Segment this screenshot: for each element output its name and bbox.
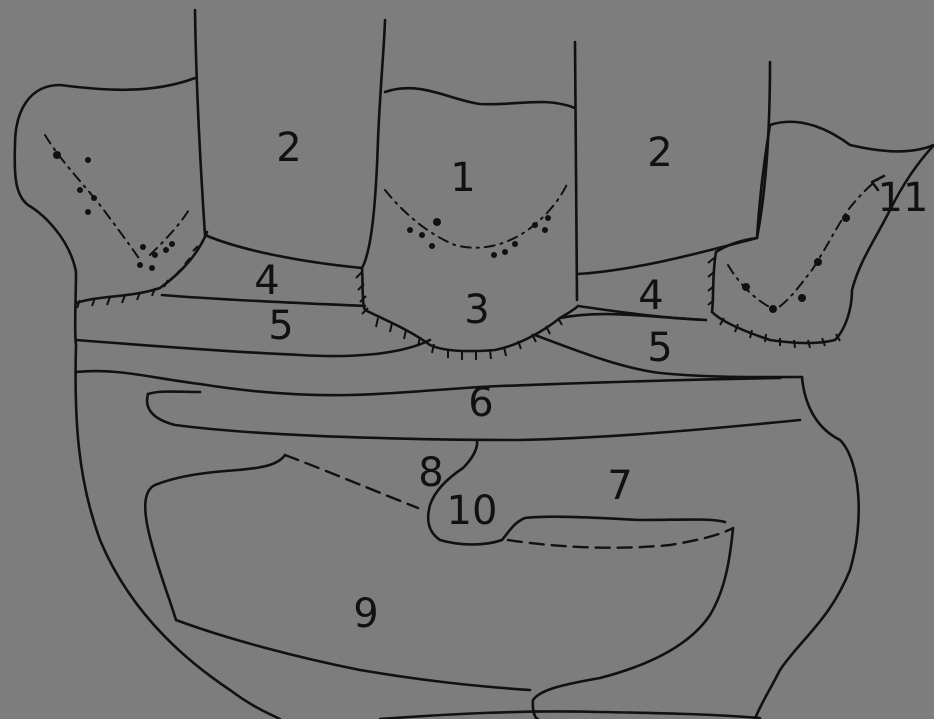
- region-6-left-nub: [148, 392, 200, 395]
- label-3: 3: [464, 287, 489, 333]
- dot: [77, 187, 83, 193]
- outer-right-contour: [755, 377, 859, 719]
- label-2-right: 2: [647, 130, 672, 176]
- dot: [149, 265, 155, 271]
- right-block-dotdash-line: [728, 178, 880, 310]
- label-5-left: 5: [268, 303, 293, 349]
- region-labels: 1 2 2 3 4 4 5 5 6 7 8 9 10 11: [254, 125, 928, 637]
- dot: [769, 305, 777, 313]
- dot: [407, 227, 413, 233]
- dot: [163, 247, 169, 253]
- dot: [491, 252, 497, 258]
- dot: [429, 243, 435, 249]
- outer-bottom-contour: [380, 711, 760, 719]
- dot: [502, 249, 508, 255]
- label-7: 7: [607, 463, 632, 509]
- region-9-right-edge: [533, 528, 733, 719]
- dot: [152, 252, 158, 258]
- label-5-right: 5: [647, 325, 672, 371]
- dot: [169, 241, 175, 247]
- left-lateral-block: [15, 78, 207, 345]
- region-7-dashed-boundary: [508, 528, 733, 548]
- dot: [85, 209, 91, 215]
- regions-7-8-10: [285, 440, 733, 548]
- label-2-left: 2: [276, 125, 301, 171]
- region-5-right-upper-edge: [560, 314, 706, 320]
- region-1-top-edge: [385, 88, 575, 108]
- left-block-dotdash-line-2: [150, 208, 190, 255]
- dot: [542, 227, 548, 233]
- label-4-left: 4: [254, 258, 279, 304]
- right-block-left-edge: [712, 238, 757, 312]
- label-1: 1: [450, 155, 475, 201]
- dot: [137, 262, 143, 268]
- central-dotted-marks: [385, 182, 568, 258]
- label-11: 11: [878, 175, 929, 221]
- label-10: 10: [447, 488, 498, 534]
- region-6: [76, 371, 800, 440]
- dot: [91, 195, 97, 201]
- right-lateral-block: [708, 122, 934, 348]
- dot: [814, 258, 822, 266]
- dot: [85, 157, 91, 163]
- label-6: 6: [468, 380, 493, 426]
- dot: [545, 215, 551, 221]
- region-4-strips: [162, 295, 706, 320]
- label-4-right: 4: [638, 273, 663, 319]
- label-8: 8: [418, 450, 443, 496]
- outer-left-contour: [76, 345, 280, 719]
- dot: [419, 232, 425, 238]
- central-dotdash-arc: [385, 182, 568, 248]
- dot: [742, 283, 750, 291]
- dot: [140, 244, 146, 250]
- region-5-strips: [76, 314, 802, 377]
- dot: [433, 218, 441, 226]
- dot: [512, 241, 518, 247]
- dot: [532, 222, 538, 228]
- region-5-left-lower-edge: [76, 340, 430, 356]
- region-8-dashed-boundary: [285, 455, 418, 508]
- dot: [842, 214, 850, 222]
- dot: [798, 294, 806, 302]
- dot: [53, 151, 61, 159]
- label-9: 9: [353, 591, 378, 637]
- region-1-right-edge: [575, 42, 577, 300]
